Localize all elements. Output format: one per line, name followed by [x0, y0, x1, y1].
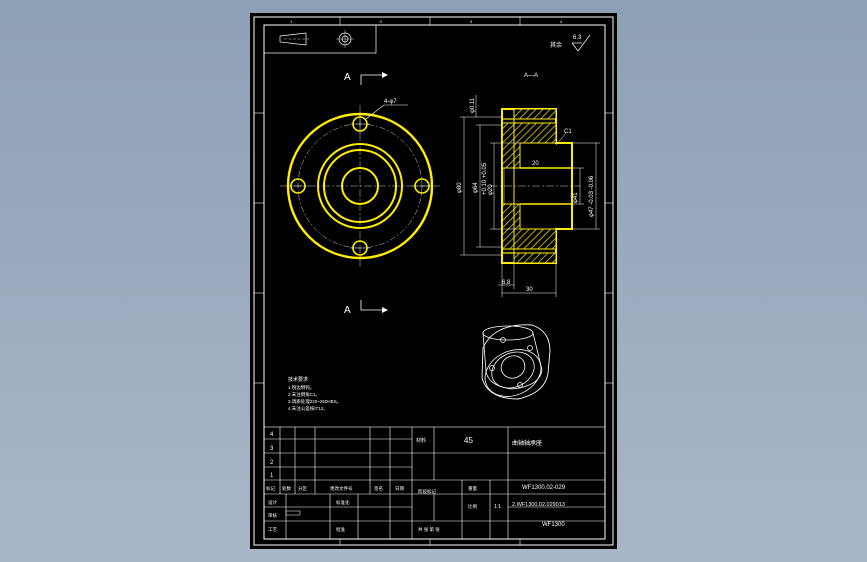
header-col-3: 分区: [298, 485, 307, 492]
section-a-top-label: A: [344, 72, 351, 83]
dim-face-width: 20: [532, 161, 539, 167]
surface-finish-value: 6.3: [573, 35, 582, 41]
projection-symbol: [263, 24, 377, 54]
title-block-text: 4 3 2 1 标记 处数 分区 更改文件号 签名 日期 设计 审核 工艺 标准…: [266, 432, 566, 533]
material-value: 45: [464, 436, 473, 445]
dim-bore-tol: +0.10 +0.05: [482, 162, 488, 195]
part-name: 曲轴轴承座: [512, 439, 542, 447]
design-signature-box: [285, 510, 301, 516]
notes-line-4: 4.未注公差按IT12。: [288, 405, 328, 412]
stage-label: 阶段标记: [418, 488, 436, 495]
dim-d20: φ20: [488, 184, 494, 195]
sheet-count-label: 共 张 第 张: [418, 526, 440, 533]
notes-line-1: 1.锐边倒钝。: [288, 384, 314, 391]
drawing-number-1: WF1300.02-029: [522, 485, 566, 491]
mid-label-standard: 标准化: [336, 499, 350, 506]
section-marks: A A A—A: [344, 72, 538, 316]
isometric-view: [481, 324, 551, 400]
technical-notes: 技术要求 1.锐边倒钝。 2.未注倒角C1。 3.调质处理220~250HBS。…: [288, 376, 341, 412]
zone-mark-2: 2: [380, 19, 383, 24]
ratio-label: 比例: [468, 503, 477, 510]
section-title: A—A: [524, 73, 538, 79]
row-label-process: 工艺: [268, 527, 277, 532]
drawing-sheet: 1 2 3 4 其余 6.3 A A A—A: [250, 13, 617, 549]
drawing-number-3: WF1300: [542, 522, 565, 528]
row-label-design: 设计: [268, 499, 277, 506]
zone-mark-3: 3: [470, 19, 473, 24]
rev-row-1: 1: [270, 473, 274, 479]
dim-w30: 30: [526, 287, 533, 293]
cad-drawing: 1 2 3 4 其余 6.3 A A A—A: [253, 16, 614, 546]
section-view: φ80 φ64 +0.10 +0.05 φ20 φ0.11 20 φ41 φ47…: [457, 95, 600, 297]
dim-d41: φ41: [573, 192, 579, 203]
header-col-2: 处数: [282, 485, 291, 492]
dim-w68: 6.8: [502, 280, 511, 286]
header-col-5: 签名: [374, 485, 383, 492]
zone-mark-1: 1: [290, 19, 293, 24]
dim-top-small: φ0.11: [470, 97, 476, 113]
front-view: 4-φ7: [280, 99, 440, 268]
header-col-1: 标记: [266, 485, 275, 492]
weight-label: 重量: [468, 485, 477, 492]
title-block: [263, 426, 606, 540]
dim-d64: φ64: [473, 182, 479, 193]
rev-row-4: 4: [270, 432, 274, 438]
dim-chamfer: C1: [564, 129, 572, 135]
mid-label-approve: 批准: [336, 526, 345, 533]
dim-d47: φ47 -0.03 -0.06: [589, 175, 595, 217]
notes-title: 技术要求: [288, 376, 308, 383]
section-a-bottom-label: A: [344, 305, 351, 316]
dim-holes: 4-φ7: [384, 99, 397, 105]
outer-frame: [253, 16, 614, 546]
dim-d80: φ80: [457, 182, 463, 193]
notes-line-3: 3.调质处理220~250HBS。: [288, 398, 341, 405]
drawing-number-2: 2.WF1300.02.029013: [512, 502, 565, 508]
surface-finish-label: 其余: [550, 41, 562, 49]
material-label: 材料: [416, 437, 426, 444]
header-col-4: 更改文件号: [330, 485, 353, 492]
surface-finish-note: 其余 6.3: [550, 34, 591, 52]
zone-marks: 1 2 3 4: [254, 17, 613, 545]
header-col-6: 日期: [395, 486, 404, 492]
rev-row-2: 2: [270, 460, 274, 466]
ratio-value: 1:1: [494, 504, 501, 510]
notes-line-2: 2.未注倒角C1。: [288, 391, 320, 398]
zone-mark-4: 4: [560, 19, 563, 24]
row-label-review: 审核: [268, 512, 277, 519]
rev-row-3: 3: [270, 446, 274, 452]
